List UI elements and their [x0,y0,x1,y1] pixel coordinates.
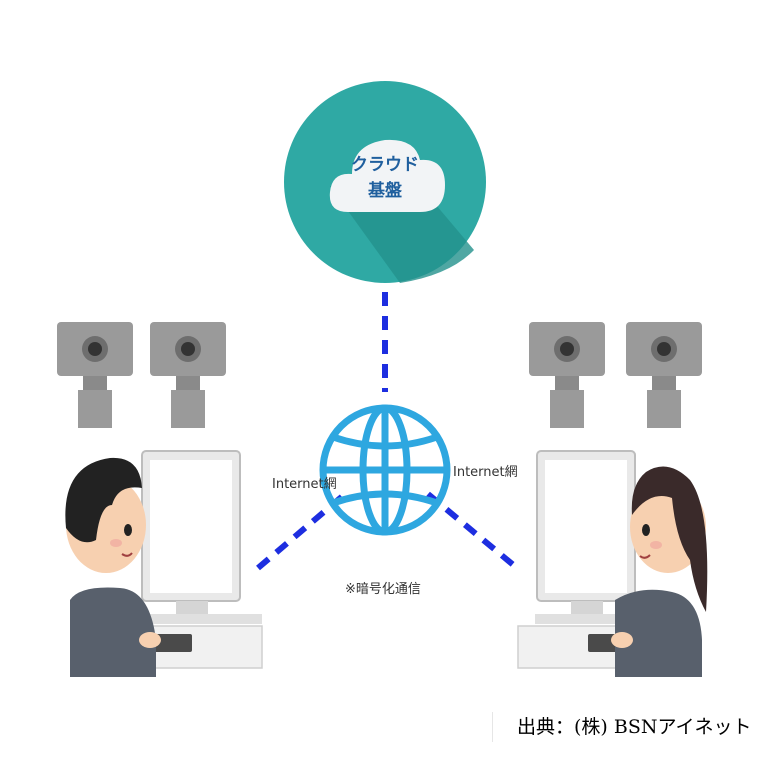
right-pc-globe-link [426,491,519,571]
source-credit: 出典：(株) BSNアイネット [517,716,752,738]
cloud-label-line1: クラウド [351,155,419,175]
right-link-label: Internet網 [453,465,518,480]
camera-icon [150,322,226,428]
person-icon [611,466,708,677]
cloud-label-line2: 基盤 [368,181,402,201]
camera-icon [57,322,133,428]
left-link-label: Internet網 [272,477,337,492]
source-divider [492,712,493,742]
globe-icon [319,404,451,536]
connection-lines [256,292,519,571]
cloud-label: クラウド 基盤 [330,152,440,204]
left-pc-globe-link [256,491,347,571]
cloud-icon [284,81,486,283]
camera-icon [529,322,605,428]
person-icon [65,457,161,677]
camera-icon [626,322,702,428]
encryption-note: ※暗号化通信 [345,582,421,597]
